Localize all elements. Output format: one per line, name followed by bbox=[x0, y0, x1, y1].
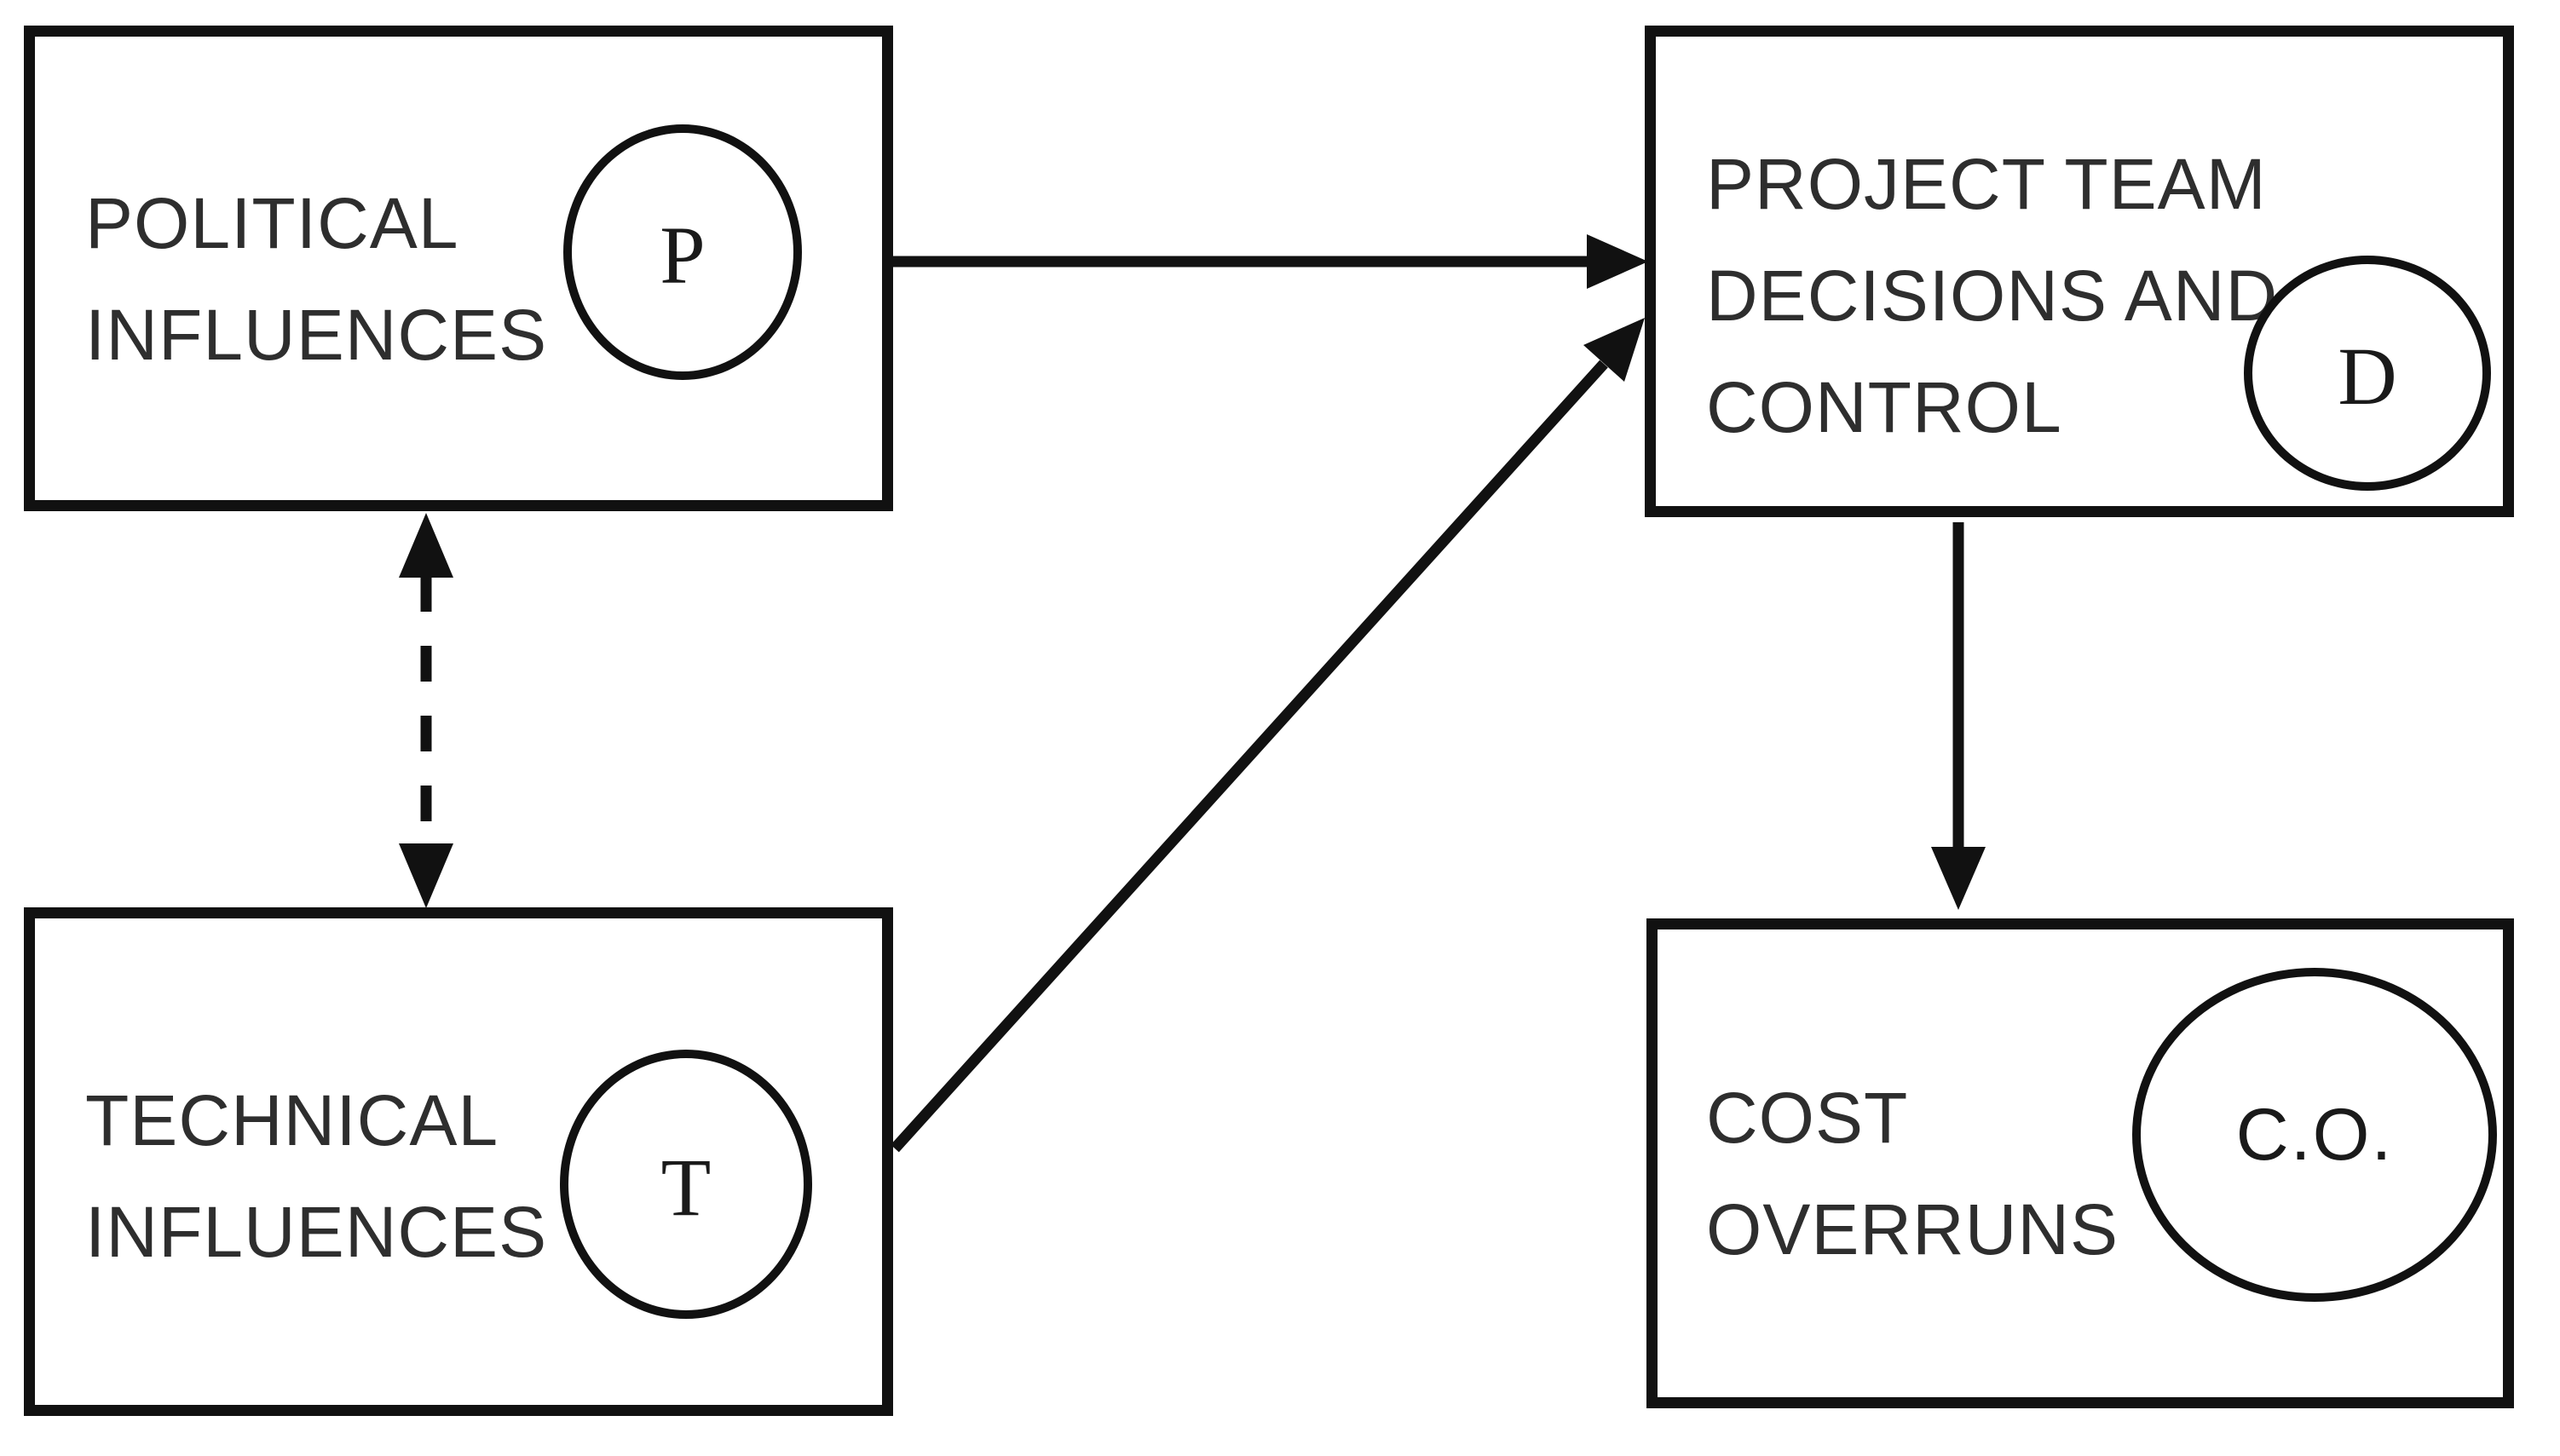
label-line: OVERRUNS bbox=[1706, 1189, 2119, 1269]
label-line: PROJECT TEAM bbox=[1706, 144, 2267, 224]
decisions-symbol-circle: D bbox=[2244, 256, 2491, 491]
political-technical-dashed-arrow bbox=[399, 513, 453, 908]
decisions-to-overruns-arrow bbox=[1931, 522, 1986, 910]
technical-symbol-circle: T bbox=[560, 1050, 812, 1319]
project-team-decisions-label: PROJECT TEAM DECISIONS AND CONTROL bbox=[1706, 129, 2278, 463]
political-symbol-circle: P bbox=[563, 124, 802, 380]
label-line: CONTROL bbox=[1706, 367, 2062, 447]
symbol-letter: T bbox=[660, 1141, 712, 1233]
label-line: POLITICAL bbox=[85, 183, 459, 263]
technical-to-decisions-arrow bbox=[891, 318, 1645, 1153]
symbol-letter: C.O. bbox=[2235, 1093, 2394, 1176]
political-to-decisions-arrow bbox=[893, 234, 1648, 289]
symbol-letter: P bbox=[660, 209, 706, 301]
technical-influences-label: TECHNICAL INFLUENCES bbox=[85, 1065, 547, 1288]
label-line: TECHNICAL bbox=[85, 1080, 499, 1160]
label-line: DECISIONS AND bbox=[1706, 256, 2279, 336]
label-line: INFLUENCES bbox=[85, 1192, 548, 1272]
cost-overruns-symbol-circle: C.O. bbox=[2132, 968, 2497, 1302]
political-influences-label: POLITICAL INFLUENCES bbox=[85, 168, 547, 391]
label-line: COST bbox=[1706, 1078, 1909, 1158]
symbol-letter: D bbox=[2338, 330, 2397, 422]
cost-overruns-label: COST OVERRUNS bbox=[1706, 1062, 2119, 1286]
label-line: INFLUENCES bbox=[85, 295, 548, 375]
